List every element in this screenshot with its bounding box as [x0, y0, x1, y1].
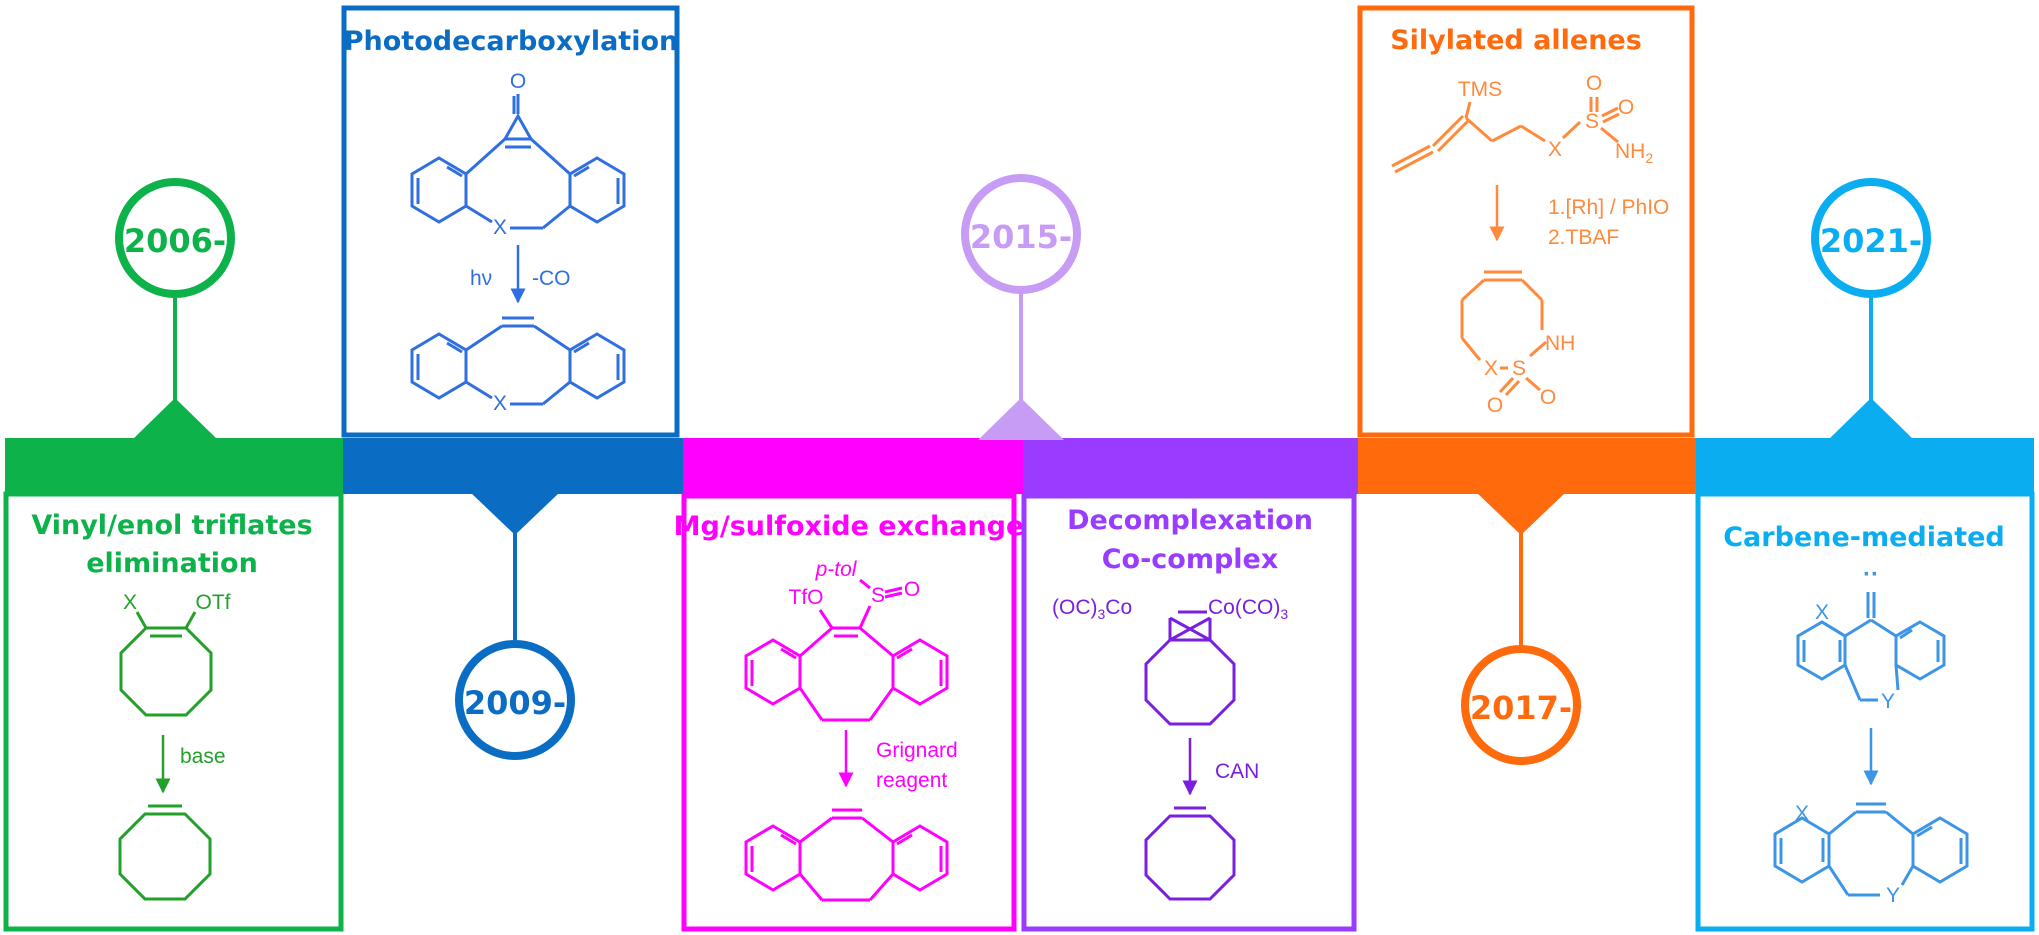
label-x1: X: [1815, 601, 1829, 624]
dibenzocyclooctene-sulfoxide-structure: [744, 578, 949, 722]
bar-segment-2006: [5, 438, 343, 494]
panel-title: Silylated allenes: [1390, 25, 1642, 56]
label-otf: OTf: [196, 591, 231, 614]
label-x2: X: [1795, 802, 1809, 825]
label-ptol: p-tol: [815, 558, 858, 581]
label-oc3co: (OC)3Co: [1052, 596, 1132, 622]
cyclooctyne-structure: [1144, 806, 1236, 901]
label-y1: Y: [1881, 690, 1895, 713]
label-coco3: Co(CO)3: [1208, 596, 1288, 622]
label-s: S: [871, 584, 885, 607]
label-x-top: X: [493, 216, 507, 239]
year-label-2009: 2009-: [464, 684, 566, 722]
label-nh2: NH2: [1615, 140, 1653, 166]
label-x-bottom: X: [493, 392, 507, 415]
year-marker-2021: 2021-: [1811, 178, 1931, 440]
label-o: O: [904, 578, 920, 601]
cyclooctene-triflate-structure: [119, 611, 213, 717]
dibenzocyclooctyne-structure: [410, 316, 626, 406]
silylated-allene-structure: [1391, 97, 1620, 174]
label-carbene-dots: ··: [1863, 561, 1879, 588]
year-label-2006: 2006-: [124, 222, 226, 260]
panel-title: Vinyl/enol triflates: [31, 510, 312, 541]
reagent-grignard-2: reagent: [876, 769, 947, 792]
panel-title: Photodecarboxylation: [344, 26, 679, 57]
year-marker-2009: 2009-: [455, 492, 575, 760]
label-nh: NH: [1545, 332, 1575, 355]
year-marker-2017: 2017-: [1461, 492, 1581, 765]
label-o3: O: [1487, 394, 1503, 417]
bar-segment-2021: [1696, 438, 2034, 494]
year-label-2017: 2017-: [1470, 689, 1572, 727]
dibenzocyclooctyne-structure: [1773, 802, 1969, 897]
panel-silylated-allenes: Silylated allenes TMS X S O O NH2 1.[Rh]…: [1357, 5, 1695, 438]
timeline-bar: [5, 438, 2034, 494]
panel-decomplexation: Decomplexation Co-complex (OC)3Co Co(CO)…: [1021, 493, 1357, 932]
label-x: X: [1548, 138, 1562, 161]
label-s2: S: [1512, 357, 1526, 380]
cyclooctyne-structure: [118, 804, 212, 901]
bar-segment-2015a: [683, 438, 1023, 494]
label-s: S: [1585, 110, 1599, 133]
cyclic-sulfamide-structure: [1460, 270, 1547, 397]
label-x: X: [123, 591, 137, 614]
panel-vinyl-triflates: Vinyl/enol triflates elimination X OTf b…: [3, 491, 344, 932]
panel-title: Mg/sulfoxide exchange: [674, 511, 1025, 542]
bar-segment-2017: [1358, 438, 1696, 494]
year-label-2021: 2021-: [1820, 222, 1922, 260]
year-label-2015: 2015-: [970, 218, 1072, 256]
label-o2: O: [1618, 96, 1634, 119]
year-marker-2015: 2015-: [961, 174, 1081, 440]
label-tfo: TfO: [789, 586, 824, 609]
carbene-precursor-structure: [1796, 592, 1946, 702]
reagent-co: -CO: [532, 267, 571, 290]
panel-title: Carbene-mediated: [1723, 522, 2005, 553]
reagent-hv: hν: [470, 267, 492, 290]
year-marker-2006: 2006-: [115, 178, 235, 440]
panel-photodecarboxylation: Photodecarboxylation O X hν -CO: [341, 5, 680, 438]
reagent-line1: 1.[Rh] / PhIO: [1548, 196, 1669, 219]
reagent-base: base: [180, 745, 226, 768]
bar-segment-2009: [343, 438, 683, 494]
label-tms: TMS: [1458, 78, 1502, 101]
label-o4: O: [1540, 386, 1556, 409]
panel-title-2: elimination: [86, 548, 258, 579]
label-o1: O: [1586, 72, 1602, 95]
reagent-can: CAN: [1215, 760, 1259, 783]
panel-carbene-mediated: Carbene-mediated ·· X Y: [1695, 491, 2035, 932]
label-y2: Y: [1886, 884, 1900, 907]
label-o: O: [510, 70, 526, 93]
label-x2: X: [1484, 357, 1498, 380]
cobalt-complex-structure: [1144, 610, 1236, 726]
dibenzocyclooctyne-structure: [744, 808, 949, 902]
reagent-line2: 2.TBAF: [1548, 226, 1619, 249]
bar-segment-2015b: [1023, 438, 1358, 494]
panel-mg-sulfoxide: Mg/sulfoxide exchange p-tol TfO S O Gri: [674, 493, 1025, 932]
panel-title: Decomplexation: [1067, 505, 1313, 536]
cyclopropenone-structure: [410, 94, 626, 230]
reagent-grignard: Grignard: [876, 739, 958, 762]
panel-title-2: Co-complex: [1102, 544, 1279, 575]
